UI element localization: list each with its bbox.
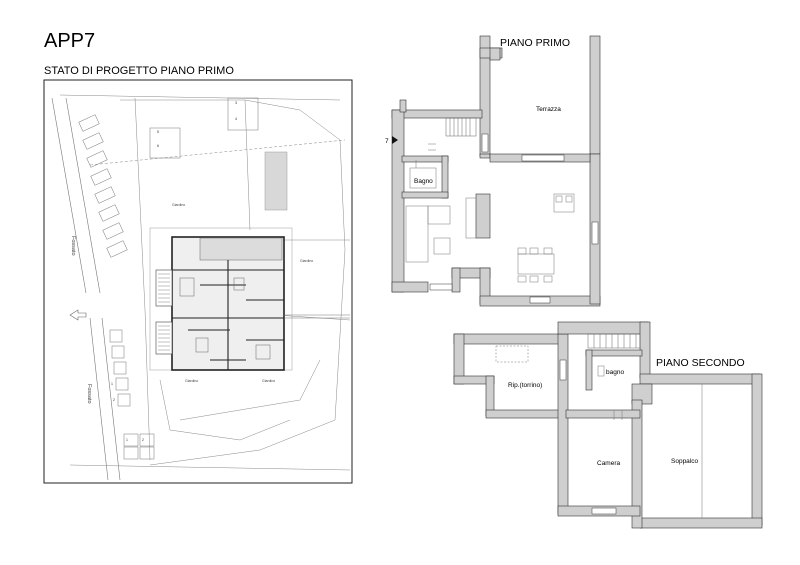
parking-number: 3 [235,101,237,105]
room-label-ripostiglio: Rip.(torrino) [508,382,542,389]
canal [51,97,121,481]
garden-label: Giardino [262,379,275,383]
room-label-bagno: Bagno [414,178,433,185]
parking-number: 2 [142,438,144,442]
site-plan: 5 6 1 2 3 4 1 2 Giardino [43,79,353,484]
page-title: APP7 [44,30,95,52]
parking-number: 6 [157,144,159,148]
page-subtitle: STATO DI PROGETTO PIANO PRIMO [44,65,234,77]
stairs [445,117,477,137]
section-marker-icon [392,136,398,144]
building-footprint [155,236,285,371]
room-label-bagno-secondo: bagno [606,369,624,376]
canal-label: Fossato [70,236,76,256]
parking-number: 2 [113,398,115,402]
parking-number: 1 [126,438,128,442]
entry-arrow-icon [69,309,87,321]
hatched-area [264,151,288,211]
room-label-soppalco: Soppalco [671,458,698,465]
stairs [587,333,641,349]
property-lines [59,94,351,471]
furniture [405,143,575,283]
section-marker-label: 7 [385,138,389,145]
parking-number: 4 [235,117,237,121]
parking-number: 5 [157,130,159,134]
fixtures [495,345,703,518]
garden-label: Giardino [300,259,313,263]
first-floor-heading: PIANO PRIMO [500,37,570,49]
room-label-camera: Camera [597,460,621,467]
garden-label: Giardino [185,379,198,383]
second-floor-heading: PIANO SECONDO [656,357,745,369]
room-label-terrazza: Terrazza [536,106,561,113]
site-plan-frame [43,79,353,484]
canal-label: Fossato [86,384,92,404]
parking-stalls [78,97,259,460]
first-floor-plan: PIANO PRIMO [385,35,601,307]
parking-number: 1 [111,382,113,386]
garden-label: Giardino [172,203,185,207]
second-floor-plan: PIANO SECONDO [453,321,763,529]
